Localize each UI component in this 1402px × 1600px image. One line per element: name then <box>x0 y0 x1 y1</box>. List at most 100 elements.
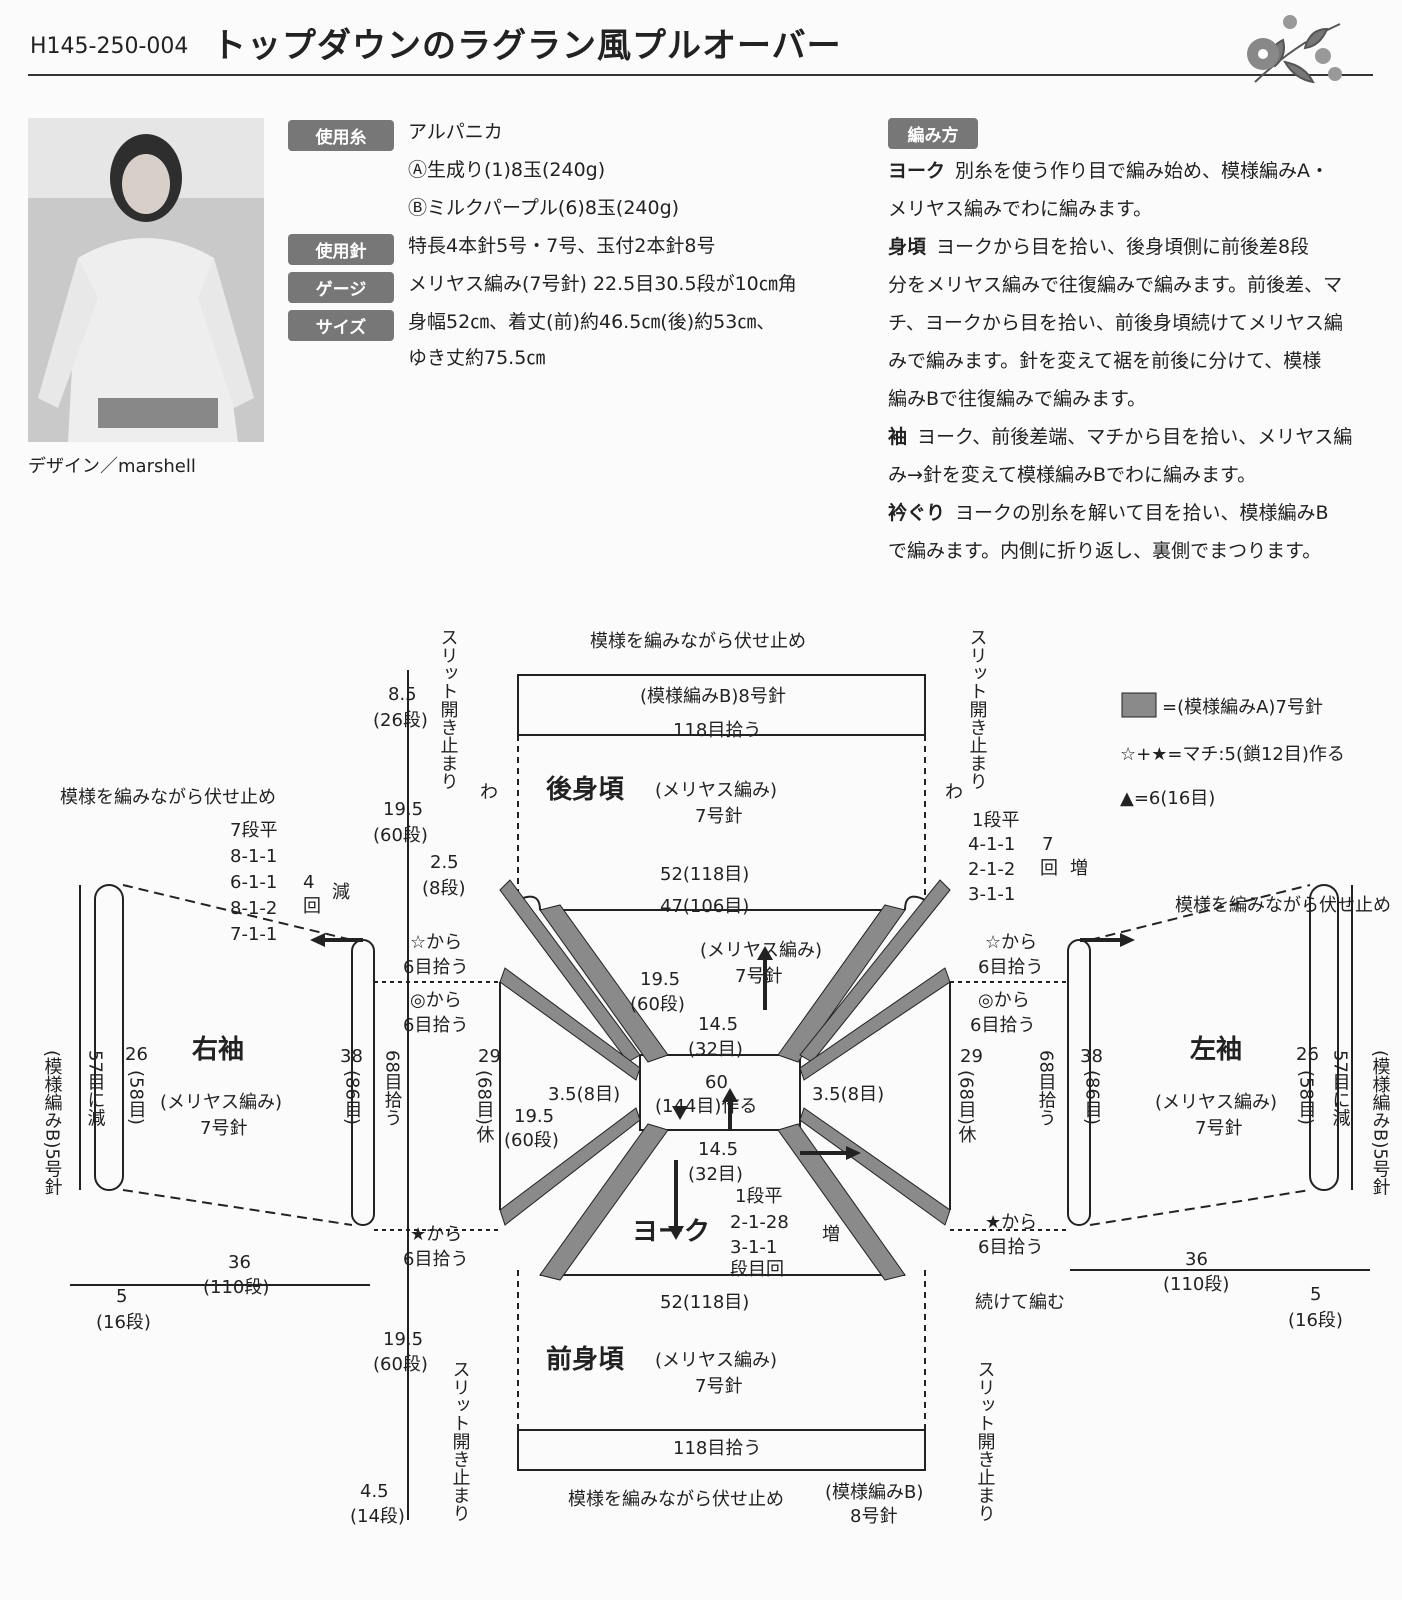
front-60dan: (60段) <box>373 1354 428 1375</box>
back-title: 後身頃 <box>546 774 625 805</box>
dim-2-5: 2.5 <box>430 852 459 873</box>
method-sleeve-2: み→針を変えて模様編みBでわに編みます。 <box>888 464 1257 486</box>
center-60: 60 <box>705 1072 728 1093</box>
front-14dan: (14段) <box>350 1506 405 1527</box>
method-neck-2: で編みます。内側に折り返し、裏側でまつります。 <box>888 540 1322 562</box>
yoke-inc-1: 1段平 <box>735 1186 782 1207</box>
rs-57: 57目に減 <box>85 1050 106 1127</box>
ls-circ-a: ◎から <box>978 990 1030 1011</box>
method-body-1: ヨークから目を拾い、後身頃側に前後差8段 <box>936 236 1310 258</box>
ls-star-b: 6目拾う <box>978 957 1043 978</box>
yoke-inc-4: 段目回 <box>730 1259 784 1280</box>
top-bindoff: 模様を編みながら伏せ止め <box>590 631 806 652</box>
yarn-color-b: Ⓑミルクパープル(6)8玉(240g) <box>408 197 680 219</box>
rs-58: (58目) <box>126 1070 147 1125</box>
continue-label: 続けて編む <box>975 1292 1065 1313</box>
rs-circ-a: ◎から <box>410 990 462 1011</box>
dim-19-5: 19.5 <box>383 799 423 820</box>
back-hem: (模様編みB)8号針 <box>640 686 786 707</box>
ls-circ-b: 6目拾う <box>970 1015 1035 1036</box>
back-hem-box <box>517 674 926 736</box>
cuff-brackets <box>79 885 1353 1190</box>
dim-8dan: (8段) <box>422 878 466 899</box>
method-neck-1: ヨークの別糸を解いて目を拾い、模様編みB <box>955 502 1329 524</box>
ls-38: 38 <box>1080 1046 1103 1067</box>
rs-dec-3: 6-1-1 <box>230 872 277 893</box>
center-3-5-right: 3.5(8目) <box>812 1084 884 1105</box>
method-body-5: 編みBで往復編みで編みます。 <box>888 388 1147 410</box>
ls-inc-4: 3-1-1 <box>968 884 1015 905</box>
slit-right-top: スリット開き止まり <box>967 628 988 790</box>
rs-dec-5: 7-1-1 <box>230 924 277 945</box>
method-yoke-1: 別糸を使う作り目で編み始め、模様編みA・ <box>955 160 1330 182</box>
yoke-68-left: (68目)休 <box>474 1070 495 1143</box>
needle-tag: 使用針 <box>288 234 394 265</box>
ls-68: 68目拾う <box>1036 1050 1057 1127</box>
method-sleeve-head: 袖 <box>888 426 908 448</box>
rs-circ-b: 6目拾う <box>403 1015 468 1036</box>
yoke-inc-2: 2-1-28 <box>730 1212 789 1233</box>
rs-dec-4: 8-1-2 <box>230 898 277 919</box>
rs-5: 5 <box>116 1286 127 1307</box>
ls-5: 5 <box>1310 1284 1321 1305</box>
yoke-needle: 7号針 <box>735 966 782 987</box>
rs-36: 36 <box>228 1252 251 1273</box>
rs-title: 右袖 <box>192 1034 244 1065</box>
front-hem-1: (模様編みB) <box>825 1482 923 1503</box>
rs-bindoff: 模様を編みながら伏せ止め <box>60 787 276 808</box>
rs-needle: 7号針 <box>200 1118 247 1139</box>
rs-86: (86目) <box>342 1070 363 1125</box>
ls-bstar-a: ★から <box>985 1212 1037 1233</box>
rs-16: (16段) <box>96 1312 151 1333</box>
size-info-1: 身幅52㎝、着丈(前)約46.5㎝(後)約53㎝、 <box>408 311 776 333</box>
center-144: (144目)作る <box>655 1096 757 1117</box>
rs-bstar-b: 6目拾う <box>403 1249 468 1270</box>
center-3-5-left: 3.5(8目) <box>548 1084 620 1105</box>
yoke-60dan: (60段) <box>630 994 685 1015</box>
rs-38: 38 <box>340 1046 363 1067</box>
method-tag: 編み方 <box>888 118 978 149</box>
dim-8-5: 8.5 <box>388 684 417 705</box>
rs-stitch: (メリヤス編み) <box>160 1092 282 1113</box>
center-19-5: 19.5 <box>514 1106 554 1127</box>
front-pickup: 118目拾う <box>673 1438 761 1459</box>
legend-triangle: ▲=6(16目) <box>1120 788 1215 809</box>
width-52: 52(118目) <box>660 864 749 885</box>
direction-arrows <box>310 933 1135 1240</box>
rs-star-b: 6目拾う <box>403 957 468 978</box>
neck-cast-on-box <box>639 1054 801 1131</box>
back-needle: 7号針 <box>695 806 742 827</box>
size-tag: サイズ <box>288 310 394 341</box>
rs-dec-n: 4 <box>303 872 314 893</box>
method-body-2: 分をメリヤス編みで往復編みで編みます。前後差、マ <box>888 274 1343 296</box>
flower-icon <box>1247 15 1342 84</box>
yoke-29-left: 29 <box>478 1046 501 1067</box>
legend-pattern-a: =(模様編みA)7号針 <box>1162 697 1323 718</box>
front-body-edges <box>517 1270 926 1430</box>
ls-inc-n: 7 <box>1042 834 1053 855</box>
ls-inc-label: 増 <box>1070 858 1088 879</box>
ls-top-edge <box>1067 939 1091 1226</box>
back-pickup: 118目拾う <box>673 720 761 741</box>
rs-dec-kai: 回 <box>303 896 321 917</box>
slit-left-bottom: スリット開き止まり <box>450 1360 471 1522</box>
model-photo <box>28 118 264 442</box>
legend-machi: ☆+★=マチ:5(鎖12目)作る <box>1120 744 1345 765</box>
ls-26: 26 <box>1296 1044 1319 1065</box>
front-4-5: 4.5 <box>360 1481 389 1502</box>
gauge-info: メリヤス編み(7号針) 22.5目30.5段が10㎝角 <box>408 273 797 295</box>
method-neck-head: 衿ぐり <box>888 502 946 524</box>
ls-bstar-b: 6目拾う <box>978 1237 1043 1258</box>
ls-star-a: ☆から <box>985 932 1037 953</box>
slit-left-top: スリット開き止まり <box>438 628 459 790</box>
yarn-name: アルパニカ <box>408 121 503 143</box>
yoke-inc-3: 3-1-1 <box>730 1237 777 1258</box>
rs-bstar-a: ★から <box>410 1224 462 1245</box>
gauge-tag: ゲージ <box>288 272 394 303</box>
ls-needle: 7号針 <box>1195 1118 1242 1139</box>
pattern-code: H145-250-004 <box>30 34 189 59</box>
rs-110: (110段) <box>203 1277 269 1298</box>
slit-right-bottom: スリット開き止まり <box>975 1360 996 1522</box>
wa-label: わ <box>480 782 498 803</box>
ls-bindoff: 模様を編みながら伏せ止め <box>1175 895 1391 916</box>
